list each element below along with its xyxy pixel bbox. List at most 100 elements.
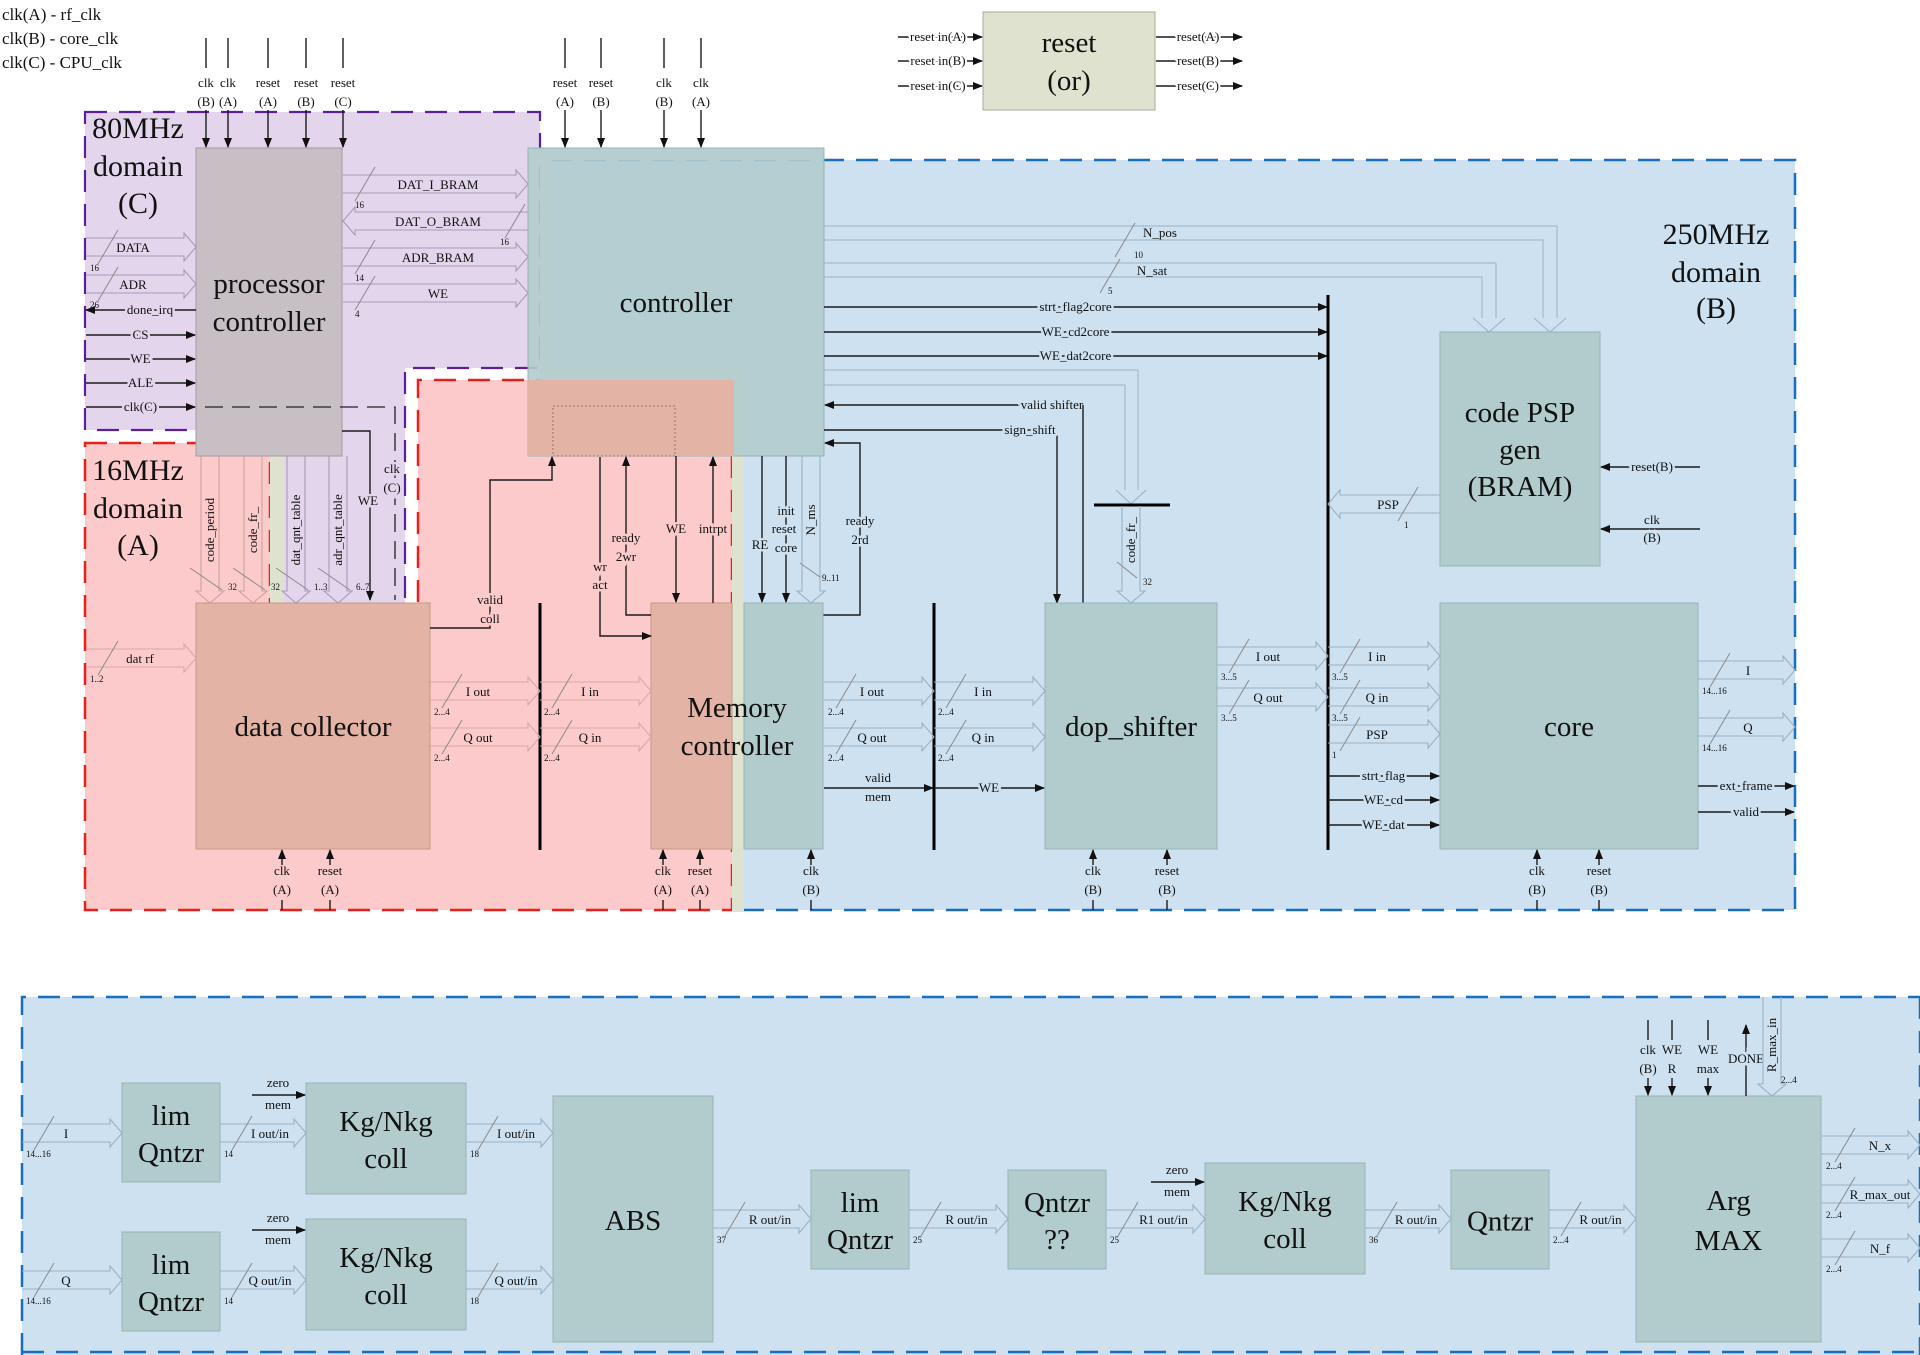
valid-coll-label: coll (480, 611, 500, 626)
kg-nkg-coll-q-block-label: coll (364, 1279, 408, 1311)
proc-top-input-label: clk (198, 75, 214, 90)
qntzr-unknown-block[interactable]: Qntzr?? (1007, 1169, 1107, 1270)
r-max-in-width: 2...4 (1781, 1075, 1797, 1085)
bus-width-slash (1114, 222, 1136, 258)
psp-reset-label: reset(B) (1631, 459, 1673, 474)
bus-width-slash (1709, 709, 1731, 745)
chain-bus (713, 1203, 812, 1235)
ext-frame-wire-label: ext_frame (1720, 778, 1773, 793)
bottom-input-domain: (A) (691, 882, 709, 897)
proc-we-down-wire (342, 430, 374, 601)
core-i-out-bus (1698, 654, 1796, 686)
svg-text:code PSP: code PSP (1465, 397, 1575, 429)
svg-text:Memory: Memory (687, 692, 787, 724)
ds-i-in-bus (934, 675, 1046, 707)
valid-mem-label: mem (865, 789, 891, 804)
dop-shifter-block[interactable]: dop_shifter (1044, 602, 1218, 850)
abs-block[interactable]: ABS (552, 1095, 714, 1343)
proc-right-bus-width: 16 (355, 200, 365, 210)
proc-top-input-label: clk (220, 75, 236, 90)
controller-block[interactable]: controller (527, 147, 825, 457)
proc-down-bus-label: dat_qnt_table (288, 494, 303, 565)
ds-q-in-bus-width: 2...4 (938, 753, 954, 763)
qntzr-block[interactable]: Qntzr (1450, 1169, 1550, 1270)
code-psp-gen-block[interactable]: code PSP gen (BRAM) (1439, 331, 1601, 567)
n-sat-width: 5 (1108, 286, 1113, 296)
svg-text:(BRAM): (BRAM) (1468, 471, 1573, 503)
proc-down-bus-width: 32 (271, 582, 280, 592)
domain-c-label: 80MHz domain (C) (92, 112, 184, 220)
proc-adr-bus (86, 268, 197, 300)
processor-controller-block[interactable]: processor controller (195, 147, 343, 457)
memory-controller-block[interactable]: Memory controller (650, 602, 824, 850)
legend-line: clk(B) - core_clk (2, 29, 119, 48)
kg-nkg-coll-i-block-label: Kg/Nkg (339, 1106, 432, 1138)
lim-qntzr-i-block-label: lim (152, 1100, 191, 1132)
bus-width-slash (920, 1201, 942, 1237)
kg-q-out-bus-label: Q out/in (495, 1273, 538, 1288)
argmax-out-width: 2...4 (1826, 1210, 1842, 1220)
r-max-in-label: R_max_in (1764, 1017, 1779, 1072)
controller-top-inputs: reset(A)reset(B)clk(B)clk(A) (553, 38, 710, 148)
kg-i-out-bus (466, 1117, 554, 1149)
domain-a-label: 16MHz domain (A) (92, 454, 184, 562)
psp-out-bus (1327, 488, 1440, 520)
ctrl-top-input-label: clk (693, 75, 709, 90)
ready-2rd-label: 2rd (851, 532, 869, 547)
argmax-top-label: WE (1698, 1042, 1718, 1057)
valid-mem-label: valid (865, 770, 891, 785)
reset-or-block[interactable]: reset (or) reset in(A) reset in(B) reset… (898, 11, 1243, 111)
core-i-out-bus-label: I (1746, 663, 1750, 678)
ds-q-in-bus (934, 721, 1046, 753)
mc-q-in-bus-width: 2...4 (544, 753, 560, 763)
svg-text:core: core (1544, 711, 1594, 743)
ds-q-out-bus-label: Q out (1253, 690, 1283, 705)
argmax-top-label: clk (1640, 1042, 1656, 1057)
data-collector-block[interactable]: data collector (195, 602, 431, 850)
argmax-out-label: N_f (1870, 1241, 1891, 1256)
proc-down-bus-width: 32 (228, 582, 237, 592)
chain-bus-width: 25 (913, 1235, 923, 1245)
argmax-top-label: R (1668, 1061, 1677, 1076)
pipe-q-in-bus (22, 1264, 123, 1296)
bottom-input-label: clk (274, 863, 290, 878)
lim-qntzr-r-block-label: Qntzr (827, 1224, 893, 1256)
proc-top-input-domain: (B) (197, 94, 214, 109)
ready-2rd-wire (823, 439, 861, 616)
r-max-in-bus (1756, 997, 1788, 1097)
bottom-input-label: reset (1155, 863, 1180, 878)
svg-text:reset(B): reset(B) (1177, 53, 1219, 68)
sign-shift-label: sign_shift (1004, 422, 1056, 437)
argmax-out-bus (1821, 1178, 1920, 1210)
clock-legend: clk(A) - rf_clk clk(B) - core_clk clk(C)… (2, 5, 122, 72)
chain-bus-width: 25 (1110, 1235, 1120, 1245)
bus-width-slash (1339, 716, 1361, 752)
mc-i-in-bus (540, 675, 652, 707)
chain-bus (1365, 1203, 1452, 1235)
kg-i-out-bus-width: 18 (470, 1149, 480, 1159)
svg-text:reset(C): reset(C) (1177, 78, 1219, 93)
psp-clk-label: clk (1644, 512, 1660, 527)
svg-text:reset in(B): reset in(B) (910, 53, 965, 68)
chain-bus-label: R1 out/in (1139, 1212, 1188, 1227)
bottom-input-label: clk (803, 863, 819, 878)
core-psp-bus-width: 1 (1332, 750, 1337, 760)
ds-we-wire-label: WE (979, 780, 999, 795)
core-block[interactable]: core (1439, 602, 1699, 850)
bus-width-slash (1228, 679, 1250, 715)
lq-q-out-bus-width: 14 (224, 1296, 234, 1306)
bus-width-slash (1834, 1176, 1856, 1212)
kg-q-out-bus (466, 1264, 554, 1296)
proc-data-bus-label: DATA (116, 240, 150, 255)
ds-code-fr-width: 32 (1143, 577, 1152, 587)
ds-i-out-bus-label: I out (1256, 649, 1281, 664)
mc-q-in-bus-label: Q in (579, 730, 602, 745)
core-signal-label: WE_cd (1364, 792, 1403, 807)
